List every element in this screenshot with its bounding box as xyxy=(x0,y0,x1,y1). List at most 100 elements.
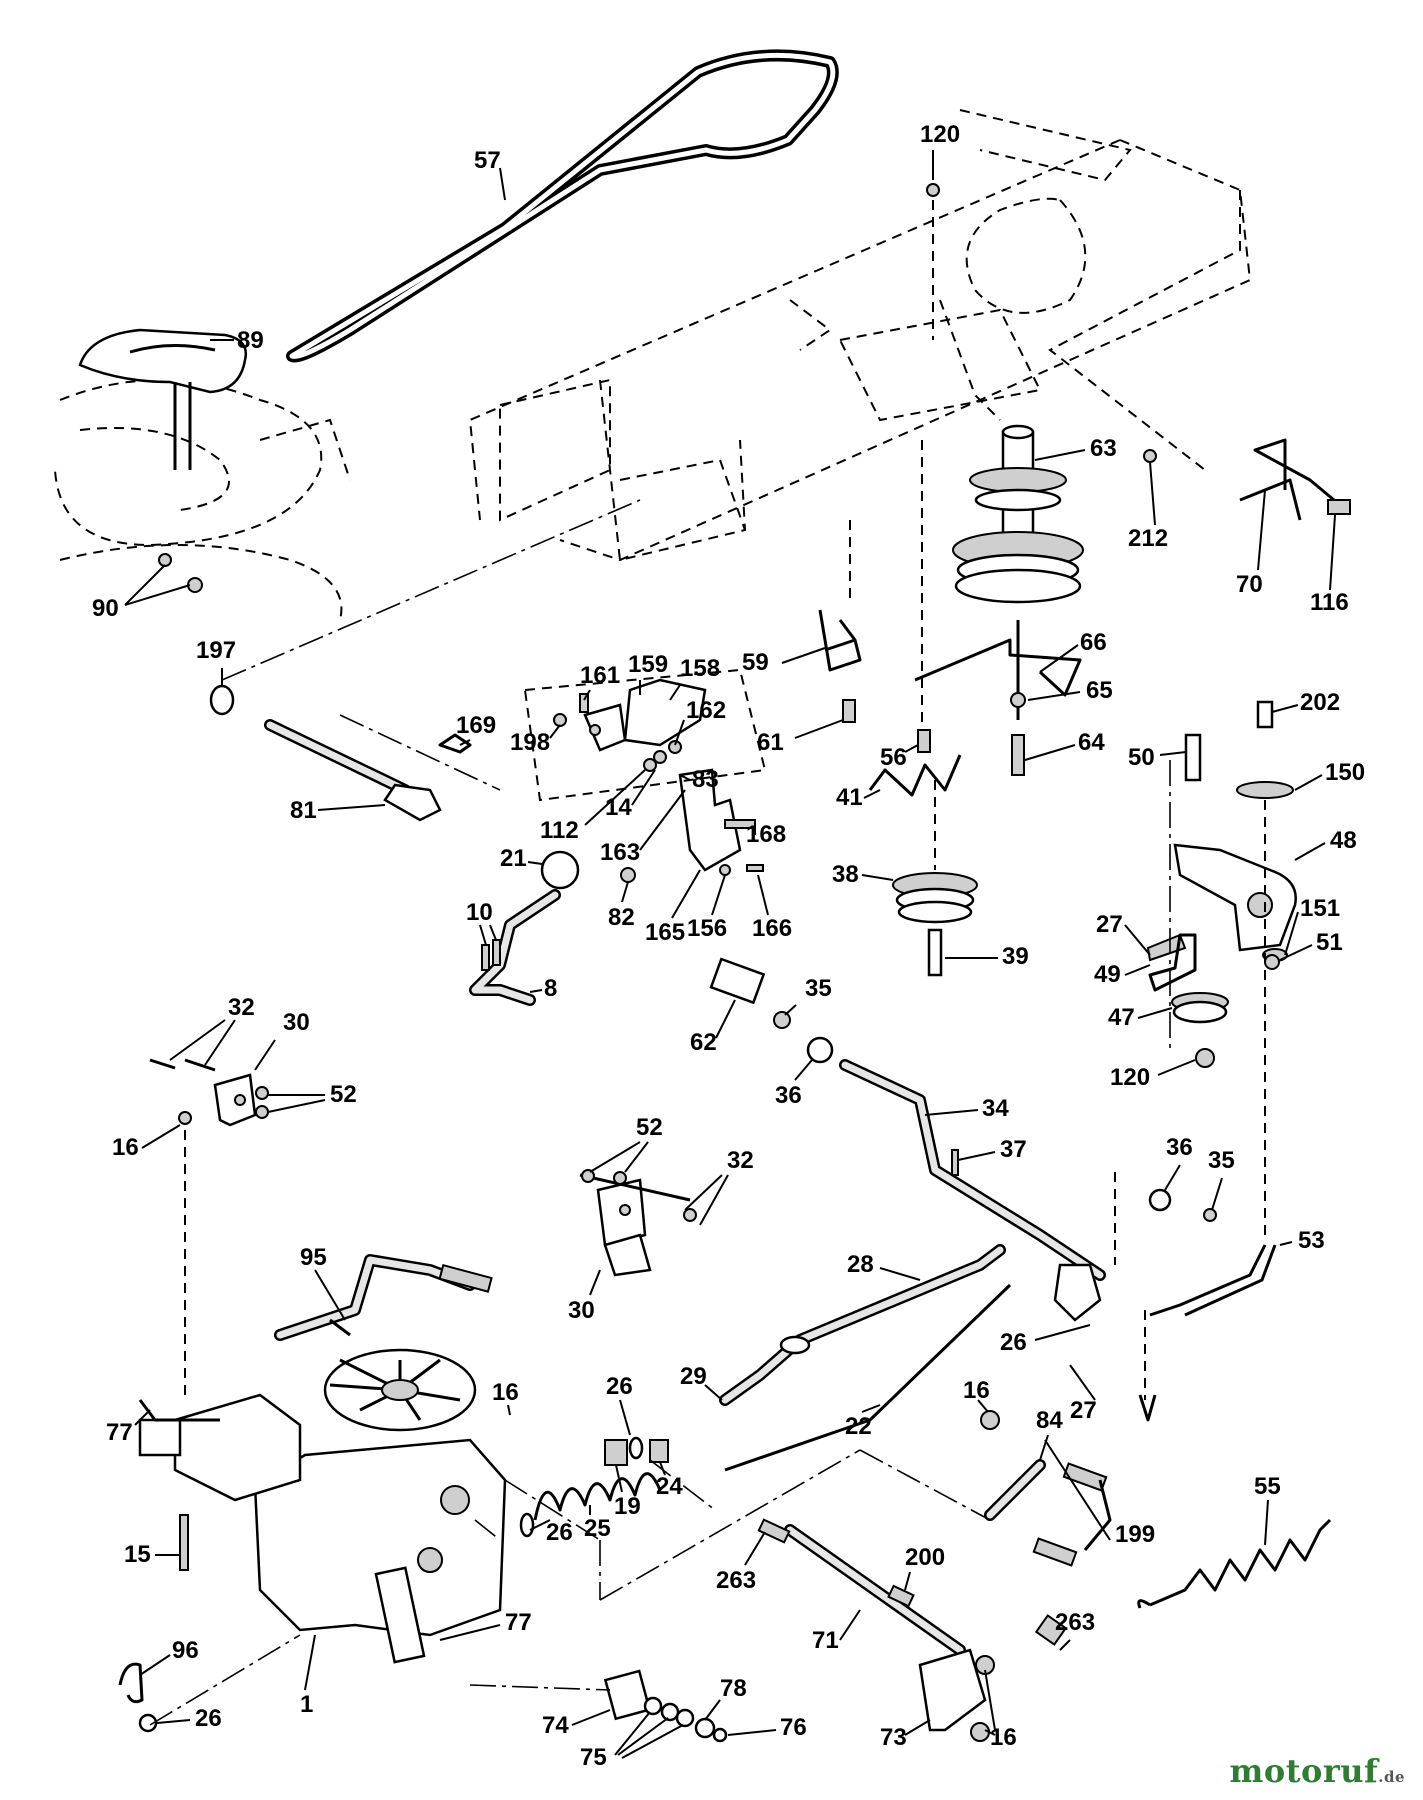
idler-pulley-assembly xyxy=(914,424,1084,776)
callout-48: 48 xyxy=(1330,827,1357,854)
callout-53: 53 xyxy=(1298,1227,1325,1254)
callout-166: 166 xyxy=(752,915,792,942)
callout-56: 56 xyxy=(880,744,907,771)
callout-26: 26 xyxy=(1000,1329,1027,1356)
callout-120: 120 xyxy=(920,121,960,148)
callout-74: 74 xyxy=(542,1712,569,1739)
callout-66: 66 xyxy=(1080,629,1107,656)
rod-84 xyxy=(980,1410,1112,1567)
callout-26: 26 xyxy=(546,1519,573,1546)
connection-lines xyxy=(149,760,1171,1726)
callout-61: 61 xyxy=(757,729,784,756)
callout-22: 22 xyxy=(845,1413,872,1440)
callout-83: 83 xyxy=(692,766,719,793)
linkage-158 xyxy=(438,668,767,883)
callout-165: 165 xyxy=(645,919,685,946)
callout-163: 163 xyxy=(600,839,640,866)
rod-34 xyxy=(709,957,1217,1322)
control-rods xyxy=(719,1244,1012,1472)
callout-1: 1 xyxy=(300,1691,313,1718)
callout-263: 263 xyxy=(716,1567,756,1594)
callout-38: 38 xyxy=(832,861,859,888)
callout-35: 35 xyxy=(805,975,832,1002)
callout-52: 52 xyxy=(330,1081,357,1108)
callout-35: 35 xyxy=(1208,1147,1235,1174)
callout-62: 62 xyxy=(690,1029,717,1056)
callout-14: 14 xyxy=(605,794,632,821)
callout-89: 89 xyxy=(237,327,264,354)
callout-26: 26 xyxy=(195,1705,222,1732)
callouts: 57 120 89 63 212 70 116 90 197 161 159 1… xyxy=(92,121,1365,1771)
callout-82: 82 xyxy=(608,904,635,931)
bracket-59 xyxy=(818,520,862,723)
callout-151: 151 xyxy=(1300,895,1340,922)
callout-197: 197 xyxy=(196,637,236,664)
callout-73: 73 xyxy=(880,1724,907,1751)
callout-150: 150 xyxy=(1325,759,1365,786)
callout-70: 70 xyxy=(1236,571,1263,598)
callout-16: 16 xyxy=(492,1379,519,1406)
callout-212: 212 xyxy=(1128,525,1168,552)
callout-63: 63 xyxy=(1090,435,1117,462)
drive-belt xyxy=(286,49,839,363)
callout-8: 8 xyxy=(544,975,557,1002)
callout-198: 198 xyxy=(510,729,550,756)
fasteners-upper xyxy=(158,183,1351,593)
pedal-cover xyxy=(78,328,248,470)
callout-158: 158 xyxy=(680,655,720,682)
callout-19: 19 xyxy=(614,1493,641,1520)
callout-52: 52 xyxy=(636,1114,663,1141)
plate-71 xyxy=(757,1518,1068,1742)
callout-77: 77 xyxy=(106,1419,133,1446)
spring-55 xyxy=(1137,1518,1332,1609)
callout-64: 64 xyxy=(1078,729,1105,756)
callout-27: 27 xyxy=(1070,1397,1097,1424)
callout-37: 37 xyxy=(1000,1136,1027,1163)
callout-76: 76 xyxy=(780,1714,807,1741)
callout-27: 27 xyxy=(1096,911,1123,938)
callout-39: 39 xyxy=(1002,943,1029,970)
callout-96: 96 xyxy=(172,1637,199,1664)
callout-30: 30 xyxy=(568,1297,595,1324)
callout-10: 10 xyxy=(466,899,493,926)
callout-200: 200 xyxy=(905,1544,945,1571)
brake-pedal xyxy=(469,850,580,1006)
idler-arm xyxy=(868,440,978,977)
callout-59: 59 xyxy=(742,649,769,676)
callout-75: 75 xyxy=(580,1744,607,1771)
callout-77: 77 xyxy=(505,1609,532,1636)
callout-47: 47 xyxy=(1108,1004,1135,1031)
bracket-48 xyxy=(1146,700,1297,1240)
callout-81: 81 xyxy=(290,797,317,824)
callout-159: 159 xyxy=(628,651,668,678)
spring-25 xyxy=(519,1436,669,1538)
callout-112: 112 xyxy=(540,817,579,844)
callout-34: 34 xyxy=(982,1095,1009,1122)
callout-36: 36 xyxy=(1166,1134,1193,1161)
callout-25: 25 xyxy=(584,1515,611,1542)
callout-24: 24 xyxy=(656,1473,683,1500)
callout-15: 15 xyxy=(124,1541,151,1568)
callout-50: 50 xyxy=(1128,744,1155,771)
callout-202: 202 xyxy=(1300,689,1340,716)
callout-28: 28 xyxy=(847,1251,874,1278)
callout-41: 41 xyxy=(836,784,863,811)
callout-36: 36 xyxy=(775,1082,802,1109)
callout-168: 168 xyxy=(746,821,786,848)
callout-120: 120 xyxy=(1110,1064,1150,1091)
callout-116: 116 xyxy=(1310,589,1349,616)
callout-49: 49 xyxy=(1094,961,1121,988)
callout-71: 71 xyxy=(812,1627,839,1654)
callout-263: 263 xyxy=(1055,1609,1095,1636)
rod-53 xyxy=(1138,1244,1277,1422)
callout-32: 32 xyxy=(727,1147,754,1174)
lift-lever xyxy=(274,1254,493,1341)
callout-57: 57 xyxy=(474,147,501,174)
callout-161: 161 xyxy=(580,662,620,689)
pedal-shaft xyxy=(209,499,641,822)
watermark-logo: motoruf.de xyxy=(1229,1752,1405,1790)
callout-32: 32 xyxy=(228,994,255,1021)
callout-26: 26 xyxy=(606,1373,633,1400)
callout-95: 95 xyxy=(300,1244,327,1271)
